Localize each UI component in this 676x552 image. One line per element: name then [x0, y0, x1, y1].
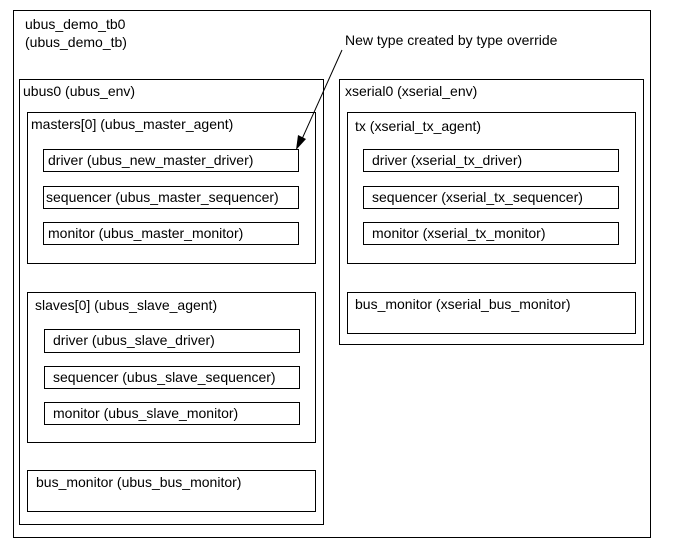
master-driver-box — [43, 149, 299, 172]
master-sequencer-box — [43, 186, 299, 209]
tx-monitor-label: monitor (xserial_tx_monitor) — [372, 225, 546, 241]
master-monitor-label: monitor (ubus_master_monitor) — [48, 225, 244, 241]
masters-agent-box — [27, 112, 316, 264]
annotation-label: New type created by type override — [345, 32, 558, 48]
tx-monitor-box — [363, 222, 619, 245]
master-driver-label: driver (ubus_new_master_driver) — [48, 152, 254, 168]
ubus-demo-tb-box — [13, 10, 651, 538]
ubus0-env-box — [19, 79, 324, 525]
xserial-bus-monitor-label: bus_monitor (xserial_bus_monitor) — [355, 296, 571, 312]
slave-sequencer-label: sequencer (ubus_slave_sequencer) — [53, 369, 276, 385]
tx-agent-label: tx (xserial_tx_agent) — [355, 118, 482, 134]
xserial0-env-box — [339, 79, 644, 345]
tx-agent-box — [347, 112, 636, 264]
slaves-agent-box — [27, 292, 316, 443]
ubus-bus-monitor-label: bus_monitor (ubus_bus_monitor) — [36, 474, 242, 490]
masters-agent-label: masters[0] (ubus_master_agent) — [31, 116, 234, 132]
master-monitor-box — [43, 222, 299, 245]
ubus-bus-monitor-box — [27, 470, 316, 512]
slave-monitor-label: monitor (ubus_slave_monitor) — [53, 405, 239, 421]
arrow-line — [301, 49, 343, 140]
ubus0-env-label: ubus0 (ubus_env) — [23, 83, 136, 99]
slaves-agent-label: slaves[0] (ubus_slave_agent) — [35, 297, 218, 313]
tx-driver-box — [363, 149, 619, 172]
tx-sequencer-box — [363, 186, 619, 209]
arrow-head — [296, 135, 306, 150]
slave-sequencer-box — [44, 366, 300, 389]
tb-instance-label: ubus_demo_tb0 — [25, 16, 126, 32]
tx-driver-label: driver (xserial_tx_driver) — [372, 152, 523, 168]
tx-sequencer-label: sequencer (xserial_tx_sequencer) — [372, 189, 583, 205]
tb-type-label: (ubus_demo_tb) — [25, 34, 127, 50]
slave-driver-box — [44, 329, 300, 353]
xserial-bus-monitor-box — [347, 292, 636, 334]
master-sequencer-label: sequencer (ubus_master_sequencer) — [46, 189, 279, 205]
slave-monitor-box — [44, 402, 300, 425]
slave-driver-label: driver (ubus_slave_driver) — [53, 332, 215, 348]
xserial0-env-label: xserial0 (xserial_env) — [345, 83, 478, 99]
